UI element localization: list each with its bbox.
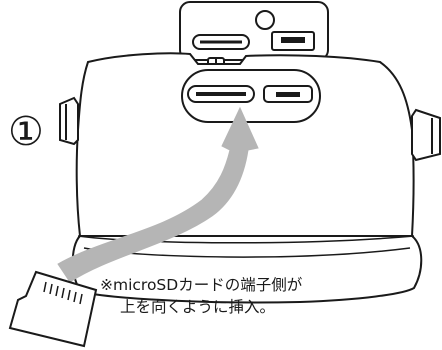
right-buckle	[411, 108, 441, 162]
top-card-slot	[192, 34, 250, 50]
insert-arrow-icon	[57, 106, 259, 283]
step-number: ①	[8, 109, 44, 155]
instruction-caption: ※microSDカードの端子側が 上を向くように挿入。	[100, 274, 400, 318]
left-buckle	[59, 96, 79, 146]
caption-line-1: ※microSDカードの端子側が	[100, 276, 303, 294]
usb-port-icon	[271, 31, 315, 51]
caption-line-2: 上を向くように挿入。	[120, 298, 276, 316]
button-icon	[255, 10, 275, 30]
micro-usb-port-icon	[263, 85, 313, 103]
microsd-slot-icon	[187, 85, 255, 103]
microsd-card-icon	[8, 270, 98, 348]
